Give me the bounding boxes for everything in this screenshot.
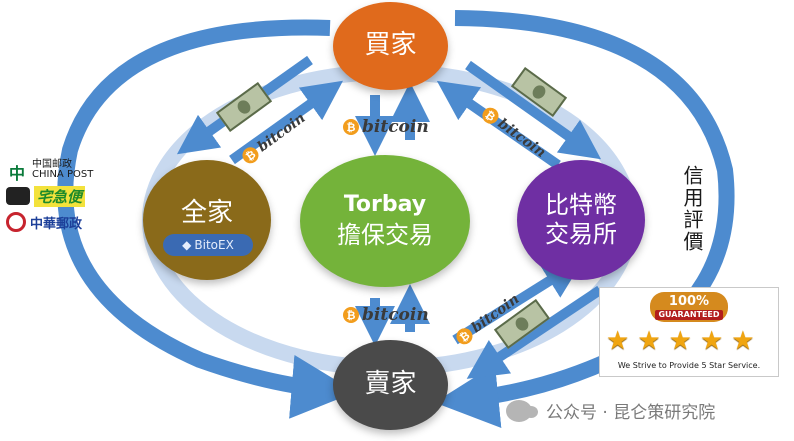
outer-loop-right-arrow xyxy=(434,10,735,429)
watermark-text: 公众号 · 昆仑策研究院 xyxy=(546,403,716,423)
black-cat-icon xyxy=(6,187,30,205)
guarantee-seal: 100% GUARANTEED xyxy=(650,292,728,322)
logistics-logos: 中 中国邮政 CHINA POST 宅急便 中華郵政 xyxy=(6,158,126,236)
bitcoin-coin-icon: ₿ xyxy=(343,119,359,135)
convenience-store-node: 全家 xyxy=(143,160,271,280)
bitcoin-coin-icon: ₿ xyxy=(343,307,359,323)
star-rating: ★★★★★ xyxy=(606,328,755,354)
bitcoin-text: bitcoin xyxy=(362,117,429,137)
guarantee-badge: 100% GUARANTEED ★★★★★ We Strive to Provi… xyxy=(599,287,779,377)
star-icon: ★ xyxy=(699,326,724,356)
arrow-exchange-to-buyer xyxy=(436,80,561,170)
bitcoin-exchange-node: 比特幣 交易所 xyxy=(517,160,645,280)
center-label: 擔保交易 xyxy=(337,221,433,250)
bitoex-logo-icon: ◆ xyxy=(182,238,192,252)
seal-guaranteed: GUARANTEED xyxy=(655,309,723,320)
takkyubin-text: 宅急便 xyxy=(34,185,86,207)
escrow-center-node: Torbay 擔保交易 xyxy=(300,155,470,287)
exchange-label-line1: 比特幣 xyxy=(545,191,617,220)
seller-label: 賣家 xyxy=(364,369,417,400)
bitoex-badge: ◆ BitoEX xyxy=(163,234,253,256)
star-icon: ★ xyxy=(731,326,755,356)
chunghwa-post-icon xyxy=(6,212,26,232)
bitcoin-label-top: ₿ bitcoin xyxy=(343,117,429,137)
bitcoin-label-bottom: ₿ bitcoin xyxy=(343,305,429,325)
center-title: Torbay xyxy=(343,192,427,218)
china-post-logo: 中 中国邮政 CHINA POST xyxy=(6,158,126,183)
store-label: 全家 xyxy=(180,198,233,228)
china-post-en: CHINA POST xyxy=(32,169,94,180)
wechat-icon xyxy=(506,399,538,422)
star-icon: ★ xyxy=(606,326,630,356)
outer-loop-left-arrow xyxy=(57,19,356,419)
credit-rating-label: 信用評價 xyxy=(680,165,704,253)
guarantee-motto: We Strive to Provide 5 Star Service. xyxy=(617,361,761,370)
exchange-label-line2: 交易所 xyxy=(545,220,617,248)
chunghwa-post-text: 中華郵政 xyxy=(30,216,83,232)
wechat-watermark: 公众号 · 昆仑策研究院 xyxy=(506,398,715,423)
star-icon: ★ xyxy=(668,326,692,356)
buyer-label: 買家 xyxy=(364,30,417,61)
buyer-node: 買家 xyxy=(333,2,448,90)
china-post-icon: 中 xyxy=(8,164,25,183)
bitoex-label: BitoEX xyxy=(194,238,234,252)
seller-node: 賣家 xyxy=(333,340,448,430)
takkyubin-logo: 宅急便 xyxy=(6,184,126,208)
arrow-buyer-to-exchange xyxy=(465,60,602,160)
china-post-cn: 中国邮政 xyxy=(32,158,72,170)
arrow-seller-to-exchange xyxy=(452,259,584,345)
arrow-exchange-to-seller xyxy=(466,285,603,379)
seal-percent: 100% xyxy=(668,293,710,309)
bitcoin-text: bitcoin xyxy=(362,305,429,325)
star-icon: ★ xyxy=(637,326,661,356)
chunghwa-post-logo: 中華郵政 xyxy=(6,210,126,234)
